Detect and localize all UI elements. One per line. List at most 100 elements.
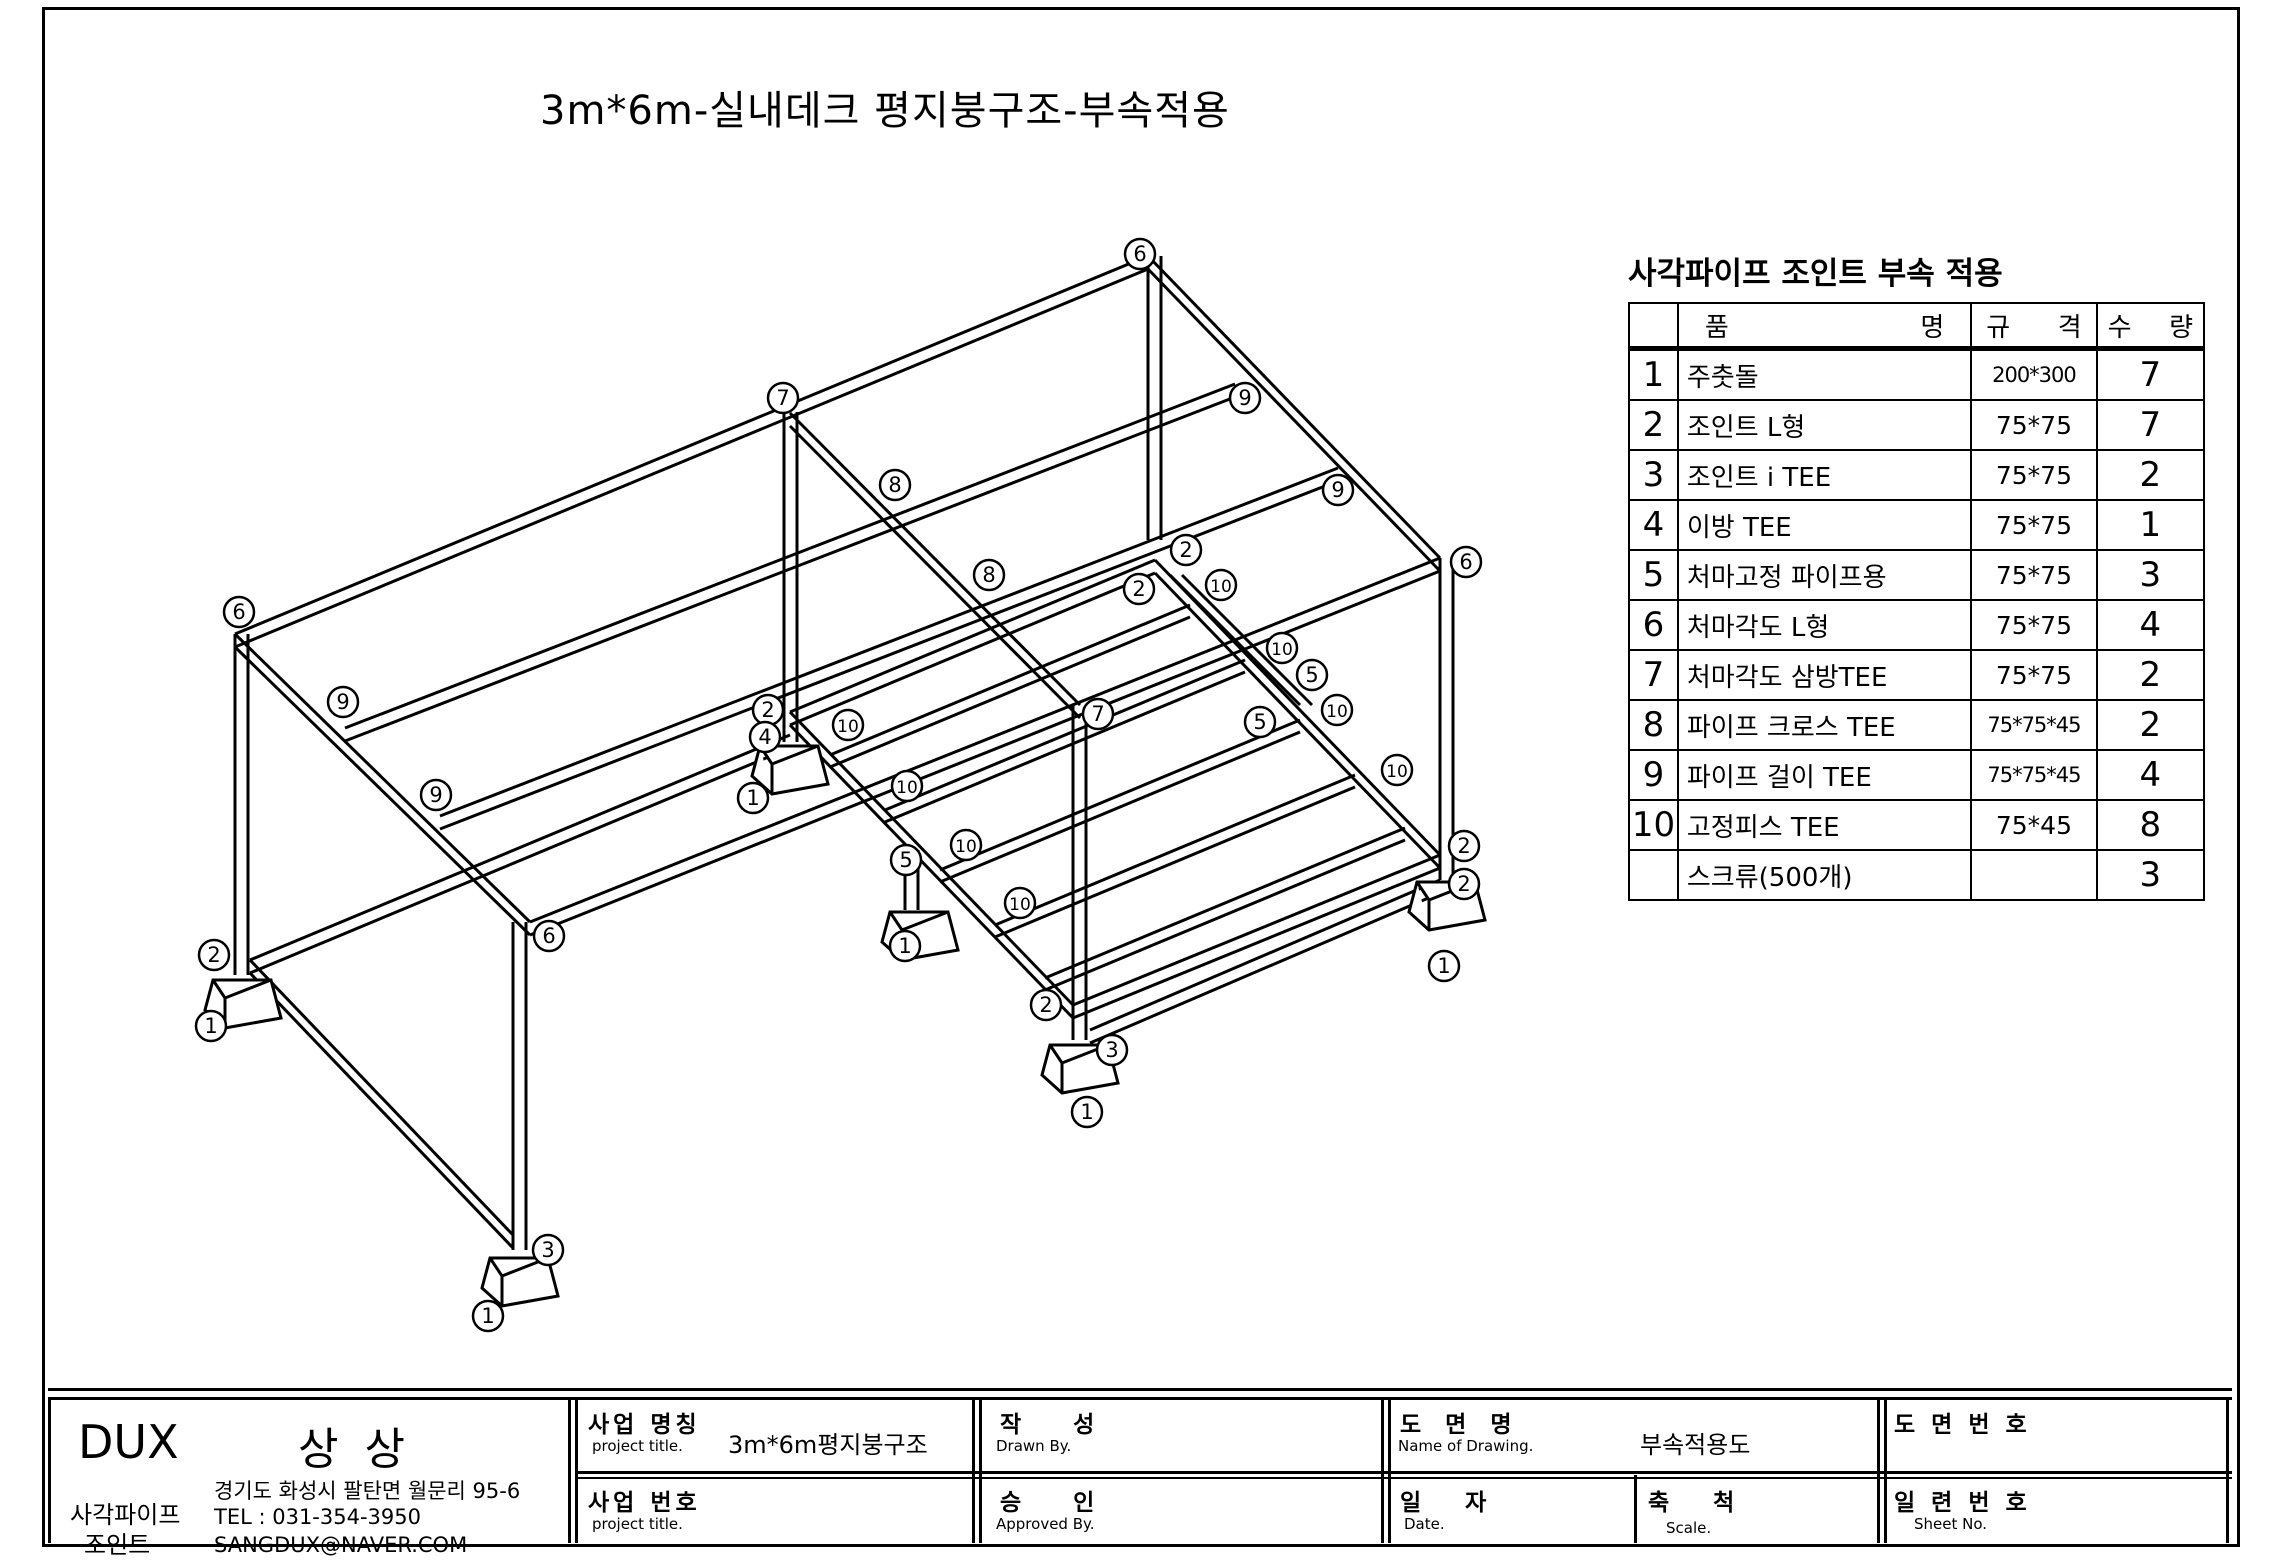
header-qty-a: 수 [2107, 312, 2132, 343]
footing-stone [203, 978, 283, 1030]
callout-1: 1 [1070, 1095, 1104, 1129]
header-qty-b: 량 [2169, 312, 2193, 343]
callout-number: 9 [1331, 478, 1344, 502]
parts-row-no: 2 [1628, 399, 1679, 451]
callout-number: 7 [1091, 702, 1104, 726]
parts-row-spec: 75*75 [1970, 399, 2098, 451]
callout-number: 6 [232, 600, 245, 624]
callout-number: 1 [898, 934, 911, 958]
parts-row-no: 1 [1628, 347, 1679, 401]
roof-beam-left [233, 645, 532, 937]
roof-beam-middle [788, 424, 1082, 720]
deck-inner-beam [1168, 573, 1302, 707]
callout-8: 8 [878, 468, 912, 502]
parts-row-no: 4 [1628, 499, 1679, 551]
callout-number: 8 [888, 473, 901, 497]
callout-circle [1427, 949, 1461, 983]
drawing-sheet-border [42, 7, 2240, 1547]
deck-joist-5 [1044, 826, 1406, 980]
parts-row-qty: 7 [2095, 399, 2206, 451]
callout-2: 2 [751, 693, 785, 727]
parts-row-no [1628, 849, 1679, 901]
parts-row-name: 주춧돌 [1676, 347, 1973, 401]
parts-row-name: 고정피스 TEE [1676, 799, 1973, 851]
deck-joist-2 [884, 658, 1246, 812]
callout-7: 7 [1081, 697, 1115, 731]
company-tel: TEL : 031-354-3950 [214, 1505, 421, 1529]
callout-number: 10 [955, 837, 977, 857]
callout-number: 10 [1386, 762, 1408, 782]
scale-label: 축 척 [1648, 1490, 1753, 1516]
callout-number: 4 [758, 725, 771, 749]
callout-circle [1070, 1095, 1104, 1129]
callout-9: 9 [1321, 473, 1355, 507]
callout-number: 9 [336, 690, 349, 714]
brand-logo: DUX [78, 1415, 179, 1469]
callout-number: 7 [776, 386, 789, 410]
callout-circle [197, 938, 231, 972]
parts-row-spec: 75*75*45 [1970, 699, 2098, 751]
roof-beam-back [234, 267, 1149, 649]
callout-10: 10 [831, 708, 865, 742]
roof-beam-front [529, 556, 1441, 924]
callout-circle [1081, 697, 1115, 731]
company-sub-2: 조인트 [84, 1531, 151, 1559]
callout-number: 5 [1253, 710, 1266, 734]
deck-beam-left [788, 723, 1075, 1020]
roof-beam-right [1146, 254, 1442, 560]
roof-beam-front [529, 569, 1441, 937]
parts-row-name: 이방 TEE [1676, 499, 1973, 551]
callout-number: 2 [1179, 538, 1192, 562]
drawing-name-value: 부속적용도 [1640, 1431, 1751, 1459]
deck-joist-3 [939, 730, 1301, 884]
callout-number: 2 [207, 943, 220, 967]
callout-number: 2 [1132, 577, 1145, 601]
callout-number: 10 [896, 778, 918, 798]
callout-number: 6 [1459, 550, 1472, 574]
callout-number: 3 [541, 1238, 554, 1262]
callout-10: 10 [1204, 568, 1238, 602]
callout-circle [748, 720, 782, 754]
callout-9: 9 [419, 778, 453, 812]
callout-circle [1204, 568, 1238, 602]
approved-by-label-en: Approved By. [996, 1515, 1095, 1533]
callout-number: 5 [899, 848, 912, 872]
deck-joist-1 [829, 603, 1191, 757]
callout-number: 5 [1305, 663, 1318, 687]
approved-by-label: 승 인 [1000, 1490, 1117, 1516]
deck-joist-4 [994, 785, 1356, 939]
sheet-no-label-en: Sheet No. [1914, 1515, 1988, 1533]
deck-joist-5 [1044, 838, 1406, 992]
callout-3: 3 [1095, 1033, 1129, 1067]
callout-circle [1320, 693, 1354, 727]
parts-table-caption: 사각파이프 조인트 부속 적용 [1628, 256, 2003, 292]
parts-row-qty: 3 [2095, 849, 2206, 901]
date-label-en: Date. [1404, 1515, 1445, 1533]
parts-row: 스크류(500개)3 [1628, 849, 2206, 901]
lower-beam-back [249, 733, 791, 962]
callout-number: 9 [1238, 386, 1251, 410]
callout-1: 1 [194, 1009, 228, 1043]
callout-circle [1029, 988, 1063, 1022]
roof-beam-right [1146, 267, 1442, 573]
title-block: DUX 상 상 사각파이프 조인트 경기도 화성시 팔탄면 월문리 95-6 T… [48, 1388, 2232, 1559]
callout-circle [1447, 867, 1481, 901]
callout-6: 6 [222, 595, 256, 629]
deck-beam-back [789, 558, 1156, 714]
parts-row-qty: 1 [2095, 499, 2206, 551]
company-name: 상 상 [298, 1424, 411, 1475]
drawing-name-label: 도 면 명 [1400, 1412, 1520, 1438]
parts-row-no: 3 [1628, 449, 1679, 501]
header-spec-b: 격 [2057, 312, 2082, 343]
callout-circle [1449, 545, 1483, 579]
callout-number: 6 [542, 924, 555, 948]
callout-circle [831, 708, 865, 742]
callout-2: 2 [1029, 988, 1063, 1022]
callout-10: 10 [1380, 753, 1414, 787]
